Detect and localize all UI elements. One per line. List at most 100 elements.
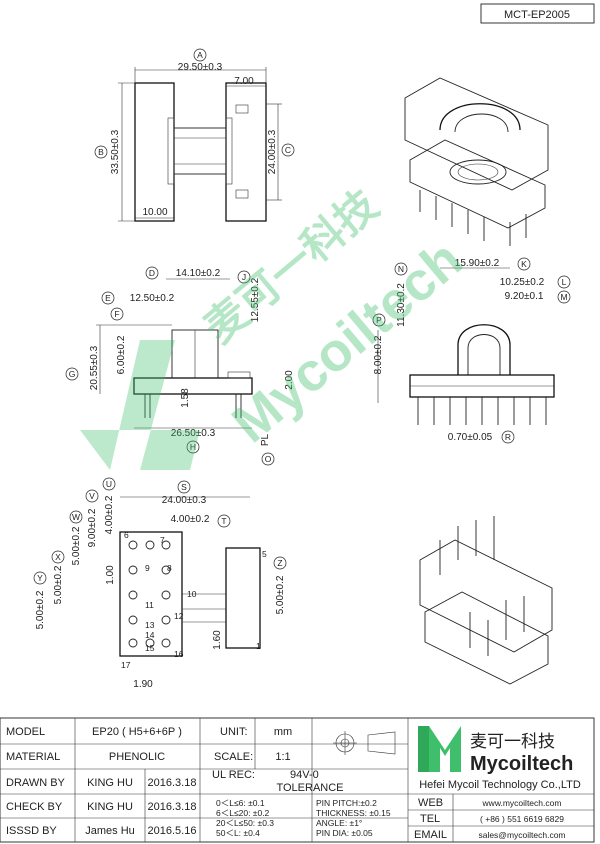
- dim-x: 5.00±0.2: [53, 565, 64, 604]
- tol2-3: ANGLE: ±1°: [316, 818, 362, 828]
- tol-3: 20＜L≤50: ±0.3: [216, 818, 274, 828]
- tolerance-label: TOLERANCE: [276, 782, 343, 794]
- drawn-by-value: KING HU: [87, 777, 133, 789]
- tel-value: ( +86 ) 551 6619 6829: [480, 814, 564, 824]
- svg-text:D: D: [149, 268, 155, 278]
- dim-u: 4.00±0.2: [104, 495, 115, 534]
- title-block: MODEL EP20 ( H5+6+6P ) UNIT: mm MATERIAL…: [0, 717, 595, 843]
- check-date: 2016.3.18: [148, 801, 197, 813]
- tol-2: 6＜L≤20: ±0.2: [216, 808, 270, 818]
- svg-text:J: J: [242, 272, 246, 282]
- pin-14: 14: [145, 630, 155, 640]
- ul-label: UL REC:: [212, 769, 255, 781]
- isometric-view-bottom: [419, 516, 553, 685]
- pin-16: 16: [174, 649, 184, 659]
- dim-m: 9.20±0.1: [505, 291, 544, 302]
- svg-text:W: W: [72, 512, 80, 522]
- dim-y: 5.00±0.2: [35, 590, 46, 629]
- svg-text:E: E: [105, 293, 111, 303]
- pin-10: 10: [187, 589, 197, 599]
- svg-text:N: N: [398, 264, 404, 274]
- svg-text:V: V: [89, 491, 95, 501]
- web-value: www.mycoiltech.com: [482, 798, 562, 808]
- label-pl: PL: [260, 433, 271, 446]
- pin-11: 11: [145, 600, 154, 610]
- svg-text:S: S: [181, 482, 187, 492]
- dim-s: 24.00±0.3: [162, 495, 207, 506]
- pin-12: 12: [174, 611, 184, 621]
- company-cn: 麦可一科技: [470, 732, 555, 751]
- dim-t: 4.00±0.2: [171, 514, 210, 525]
- svg-text:X: X: [55, 552, 61, 562]
- company-en: Mycoiltech: [470, 753, 573, 775]
- dim-l: 10.25±0.2: [500, 277, 545, 288]
- dim-b: 33.50±0.3: [110, 129, 121, 174]
- dim-k: 15.90±0.2: [455, 258, 500, 269]
- dim-7: 7.00: [234, 76, 254, 87]
- tel-label: TEL: [420, 813, 440, 825]
- drawing-number: MCT-EP2005: [504, 9, 570, 21]
- scale-value: 1:1: [275, 751, 290, 763]
- dim-a: 29.50±0.3: [178, 62, 223, 73]
- side-view: D 14.10±0.2 E 12.50±0.2 F 6.00±0.2 G 20.…: [65, 266, 295, 466]
- svg-text:B: B: [98, 147, 104, 157]
- top-view: A 29.50±0.3 7.00 B 33.50±0.3 C 24.00±0.3…: [94, 48, 295, 222]
- svg-text:Z: Z: [277, 558, 282, 568]
- pin-1: 1: [256, 641, 261, 651]
- dim-158: 1.58: [180, 388, 191, 408]
- email-value: sales@mycoiltech.com: [478, 830, 565, 840]
- dim-190: 1.90: [133, 679, 153, 690]
- svg-text:U: U: [106, 479, 112, 489]
- svg-text:O: O: [265, 454, 272, 464]
- svg-text:T: T: [221, 516, 226, 526]
- issued-date: 2016.5.16: [148, 825, 197, 837]
- tol-4: 50＜L: ±0.4: [216, 828, 260, 838]
- check-by-value: KING HU: [87, 801, 133, 813]
- dim-p: 8.00±0.2: [373, 335, 384, 374]
- check-by-label: CHECK BY: [6, 801, 63, 813]
- material-label: MATERIAL: [6, 751, 60, 763]
- tol2-4: PIN DIA: ±0.05: [316, 828, 373, 838]
- drawing-number-box: MCT-EP2005: [480, 3, 595, 24]
- svg-text:P: P: [376, 315, 382, 325]
- model-label: MODEL: [6, 726, 45, 738]
- pin-9: 9: [145, 563, 150, 573]
- dim-n: 11.30±0.2: [396, 283, 407, 327]
- tol2-1: PIN PITCH:±0.2: [316, 798, 377, 808]
- pin-8: 8: [167, 563, 172, 573]
- dim-c: 24.00±0.3: [267, 129, 278, 174]
- bottom-view: 24.00±0.3 S 4.00±0.2 T U 4.00±0.2 V 9.00…: [33, 477, 287, 690]
- dim-160: 1.60: [212, 630, 223, 650]
- svg-text:G: G: [69, 369, 76, 379]
- dim-e: 12.50±0.2: [130, 293, 175, 304]
- tol2-2: THICKNESS: ±0.15: [316, 808, 391, 818]
- issued-by-label: ISSSD BY: [6, 825, 57, 837]
- dim-v: 9.00±0.2: [87, 508, 98, 547]
- dim-r: 0.70±0.05: [448, 432, 493, 443]
- svg-text:K: K: [521, 259, 527, 269]
- pin-13: 13: [145, 620, 155, 630]
- ul-value: 94V-0: [290, 769, 319, 781]
- dim-200: 2.00: [284, 370, 295, 390]
- svg-text:A: A: [197, 50, 203, 60]
- pin-6: 6: [124, 530, 129, 540]
- pin-7: 7: [160, 535, 165, 545]
- tol-1: 0＜L≤6: ±0.1: [216, 798, 265, 808]
- dim-h: 26.50±0.3: [171, 428, 216, 439]
- svg-text:M: M: [560, 292, 567, 302]
- dim-f: 6.00±0.2: [116, 335, 127, 374]
- dim-d: 14.10±0.2: [176, 268, 221, 279]
- watermark: 麦可一科技 Mycoiltech: [30, 181, 473, 470]
- svg-text:F: F: [114, 309, 119, 319]
- web-label: WEB: [418, 797, 443, 809]
- material-value: PHENOLIC: [109, 751, 165, 763]
- model-value: EP20 ( H5+6+6P ): [92, 726, 182, 738]
- svg-text:Y: Y: [37, 573, 43, 583]
- svg-text:C: C: [285, 145, 291, 155]
- pin-5: 5: [262, 549, 267, 559]
- drawn-date: 2016.3.18: [148, 777, 197, 789]
- dim-z: 5.00±0.2: [275, 575, 286, 614]
- unit-value: mm: [274, 726, 292, 738]
- company-logo: [418, 726, 461, 772]
- dim-w: 5.00±0.2: [71, 526, 82, 565]
